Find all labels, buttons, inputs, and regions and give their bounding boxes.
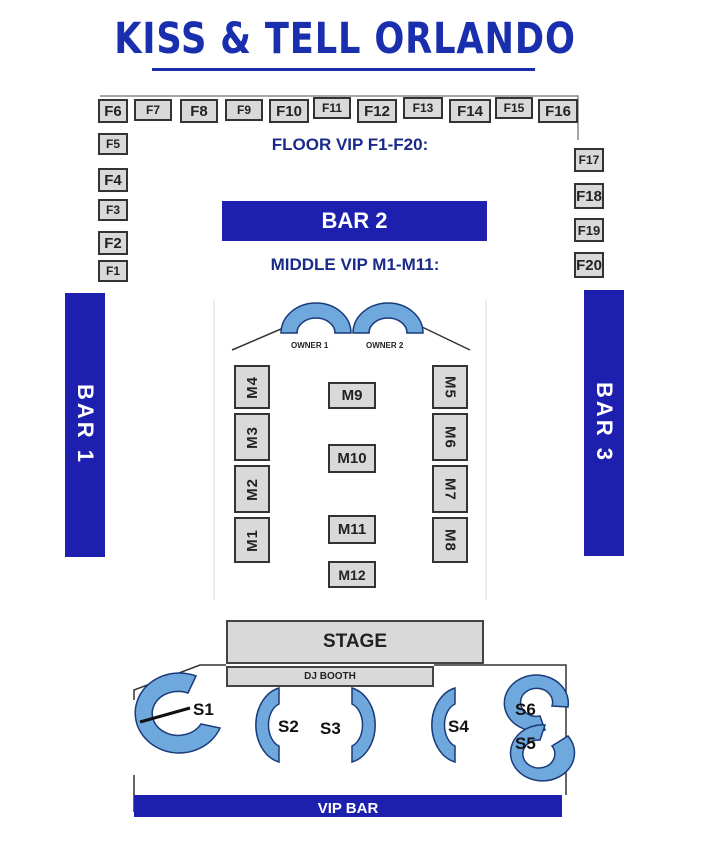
table-f10[interactable]: F10 [269,99,309,123]
stage: STAGE [226,620,484,664]
table-m7[interactable]: M7 [432,465,468,513]
table-f2[interactable]: F2 [98,231,128,255]
bar-3: BAR 3 [584,290,624,556]
table-m8[interactable]: M8 [432,517,468,563]
table-m7-label: M7 [441,477,459,501]
sofa-s3-shape [351,686,376,764]
table-f3[interactable]: F3 [98,199,128,221]
table-m3[interactable]: M3 [234,413,270,461]
table-m3-label: M3 [243,425,261,449]
owner-2-label: OWNER 2 [366,341,404,350]
owner-booth-arcs [280,302,424,334]
table-f16[interactable]: F16 [538,99,578,123]
bar-2: BAR 2 [222,201,487,241]
table-f15[interactable]: F15 [495,97,533,119]
sofa-s6[interactable]: S6 [515,700,536,719]
floor-vip-label: FLOOR VIP F1-F20: [271,135,429,154]
table-f13[interactable]: F13 [403,97,443,119]
vip-bar: VIP BAR [134,795,562,817]
sofa-s1-shape [134,672,222,754]
title-underline [152,68,535,71]
table-m4-label: M4 [243,375,261,399]
table-f7[interactable]: F7 [134,99,172,121]
table-f4[interactable]: F4 [98,168,128,192]
sofa-s3[interactable]: S3 [320,719,341,738]
table-m9[interactable]: M9 [328,382,376,409]
owner-1-label: OWNER 1 [291,341,329,350]
table-m12[interactable]: M12 [328,561,376,588]
table-f11[interactable]: F11 [313,97,351,119]
table-m5-label: M5 [441,375,459,399]
table-f8[interactable]: F8 [180,99,218,123]
sofa-s6-shape [503,674,570,732]
table-f12[interactable]: F12 [357,99,397,123]
table-f19[interactable]: F19 [574,218,604,242]
table-f1[interactable]: F1 [98,260,128,282]
sofa-s5-shape [509,724,576,782]
table-m6-label: M6 [441,425,459,449]
sofa-s1[interactable]: S1 [193,700,214,719]
table-f20[interactable]: F20 [574,252,604,278]
table-m1-label: M1 [243,528,261,552]
sofa-s2[interactable]: S2 [278,717,299,736]
table-m2-label: M2 [243,477,261,501]
table-m2[interactable]: M2 [234,465,270,513]
sofa-s5[interactable]: S5 [515,734,536,753]
bar-1: BAR 1 [65,293,105,557]
table-f6[interactable]: F6 [98,99,128,123]
sofa-s4[interactable]: S4 [448,717,469,736]
table-f5[interactable]: F5 [98,133,128,155]
table-f17[interactable]: F17 [574,148,604,172]
table-m8-label: M8 [441,528,459,552]
table-m6[interactable]: M6 [432,413,468,461]
table-f14[interactable]: F14 [449,99,491,123]
table-m11[interactable]: M11 [328,515,376,544]
middle-vip-label: MIDDLE VIP M1-M11: [270,255,440,274]
table-f18[interactable]: F18 [574,183,604,209]
venue-title: KISS & TELL ORLANDO [114,14,576,64]
table-m5[interactable]: M5 [432,365,468,409]
bar-1-label: BAR 1 [73,384,98,466]
table-m1[interactable]: M1 [234,517,270,563]
dj-booth: DJ BOOTH [226,666,434,687]
table-m10[interactable]: M10 [328,444,376,473]
bar-3-label: BAR 3 [592,382,617,464]
table-f9[interactable]: F9 [225,99,263,121]
sofa-s2-shape [255,686,280,764]
table-m4[interactable]: M4 [234,365,270,409]
sofa-s4-shape [431,686,456,764]
